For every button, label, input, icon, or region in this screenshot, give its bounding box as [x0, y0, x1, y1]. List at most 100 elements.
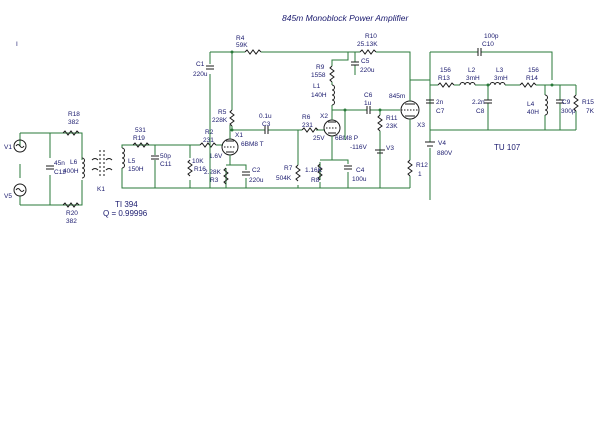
- label-v5: V5: [4, 193, 12, 200]
- inductor-l2: [459, 82, 476, 86]
- label-x2: X2: [320, 113, 328, 120]
- ht-supply: V4 880V: [425, 80, 453, 200]
- inductor-l1: [331, 84, 335, 106]
- resistor-r7: [295, 164, 301, 182]
- label-l6: L6: [70, 159, 78, 166]
- capacitor-c5: [350, 61, 360, 66]
- tube-x3: [400, 100, 420, 120]
- resistor-r4: [244, 49, 262, 55]
- label-l2: L2: [468, 67, 476, 74]
- label-1v6: 1.6V: [209, 153, 223, 160]
- capacitor-c11: [150, 155, 160, 160]
- source-v3: [375, 149, 385, 154]
- label-x3: X3: [417, 122, 425, 129]
- label-c8-value: 2.2n: [472, 99, 485, 106]
- capacitor-c10: [477, 47, 482, 57]
- cursor-mark: I: [16, 41, 18, 48]
- source-v5: [13, 183, 27, 197]
- label-v4: V4: [438, 140, 446, 147]
- inductor-l4: [544, 94, 548, 116]
- coupling-k1: [91, 150, 113, 178]
- label-c12-value: 45n: [54, 160, 65, 167]
- label-c11-value: 50p: [160, 153, 171, 160]
- source-v1: [13, 139, 27, 153]
- label-r9-value: 1558: [311, 72, 326, 79]
- label-c4: C4: [356, 167, 365, 174]
- output-transformer-model: 100p C10 156 R13 L2 3mH L3 3mH 156 R14 2…: [425, 33, 595, 152]
- label-r6: R6: [302, 114, 311, 121]
- label-c9-value: 300p: [561, 108, 576, 115]
- label-r5: R5: [218, 109, 227, 116]
- label-c3: C3: [262, 121, 271, 128]
- label-r16-value: 10K: [192, 158, 204, 165]
- label-x3-value: 845m: [389, 93, 405, 100]
- label-l3-value: 3mH: [494, 75, 508, 82]
- resistor-r5: [229, 109, 235, 127]
- label-r16: R16: [194, 166, 206, 173]
- capacitor-c4: [343, 165, 353, 170]
- label-r11-value: 23K: [386, 123, 398, 130]
- resistor-r15: [573, 94, 579, 112]
- label-l5-value: 150H: [128, 166, 144, 173]
- label-x2-value: 6BM8 P: [335, 135, 358, 142]
- label-r2: R2: [205, 129, 214, 136]
- label-c1-value: 220u: [193, 71, 208, 78]
- output-tube-stage: C6 1u R11 23K -116V V3 845m X3 R12 1: [332, 79, 430, 189]
- label-r11: R11: [386, 115, 398, 122]
- resistor-r14: [519, 82, 537, 88]
- label-c1: C1: [196, 61, 205, 68]
- label-r19-value: 531: [135, 127, 146, 134]
- label-r13: R13: [438, 75, 450, 82]
- diagram-title: 845m Monoblock Power Amplifier: [282, 13, 409, 23]
- label-25v: 25V: [313, 135, 325, 142]
- label-r6-value: 231: [302, 122, 313, 129]
- label-c7: C7: [436, 108, 445, 115]
- label-l1: L1: [313, 83, 321, 90]
- label-l4: L4: [527, 101, 535, 108]
- capacitor-c2: [241, 171, 251, 176]
- label-r14-value: 156: [528, 67, 539, 74]
- label-l3: L3: [496, 67, 504, 74]
- label-x1: X1: [235, 132, 243, 139]
- label-c9: C9: [562, 99, 571, 106]
- second-stage-load: L1 140H R9 1558 R10 25.13K C5 220u: [311, 33, 378, 110]
- capacitor-c1: [205, 65, 215, 70]
- label-r15-value: 7K: [586, 108, 595, 115]
- label-r4: R4: [236, 35, 245, 42]
- label-r2-value: 231: [203, 137, 214, 144]
- label-c11: C11: [160, 161, 172, 168]
- label-l1-value: 140H: [311, 92, 327, 99]
- label-v1: V1: [4, 144, 12, 151]
- label-tu: TU 107: [494, 143, 521, 152]
- inductor-l3: [489, 82, 506, 86]
- label-r5-value: 228K: [212, 117, 228, 124]
- label-c10: C10: [482, 41, 494, 48]
- resistor-r13: [437, 82, 455, 88]
- input-section: V1 V5 45n C12 R18 382 R20 382 L6 400H K1…: [4, 111, 148, 225]
- label-r13-value: 156: [440, 67, 451, 74]
- label-c2: C2: [252, 167, 261, 174]
- label-r18: R18: [68, 111, 80, 118]
- label-c3-value: 0.1u: [259, 113, 272, 120]
- driver-stage: L5 150H 531 R19 50p C11 10K R16 R2 231 1…: [121, 125, 264, 189]
- label-c7-value: 2n: [436, 99, 444, 106]
- label-k1: K1: [97, 186, 105, 193]
- resistor-r12: [407, 159, 413, 177]
- label-c6-value: 1u: [364, 100, 372, 107]
- label-r15: R15: [582, 99, 594, 106]
- inductor-l6: [81, 157, 85, 179]
- label-r3-value: 2.28K: [204, 169, 222, 176]
- label-r9: R9: [316, 64, 325, 71]
- resistor-r11: [377, 114, 383, 132]
- label-r19: R19: [133, 135, 145, 142]
- tube-x1: [221, 138, 239, 156]
- label-c5-value: 220u: [360, 67, 375, 74]
- label-v4-value: 880V: [437, 150, 453, 157]
- label-q: Q = 0.99996: [103, 209, 148, 218]
- label-r10: R10: [365, 33, 377, 40]
- supply-rail: C1 220u R4 59K R5 228K: [193, 35, 411, 188]
- label-c6: C6: [364, 92, 373, 99]
- capacitor-c12: [45, 165, 55, 170]
- label-r20: R20: [66, 210, 78, 217]
